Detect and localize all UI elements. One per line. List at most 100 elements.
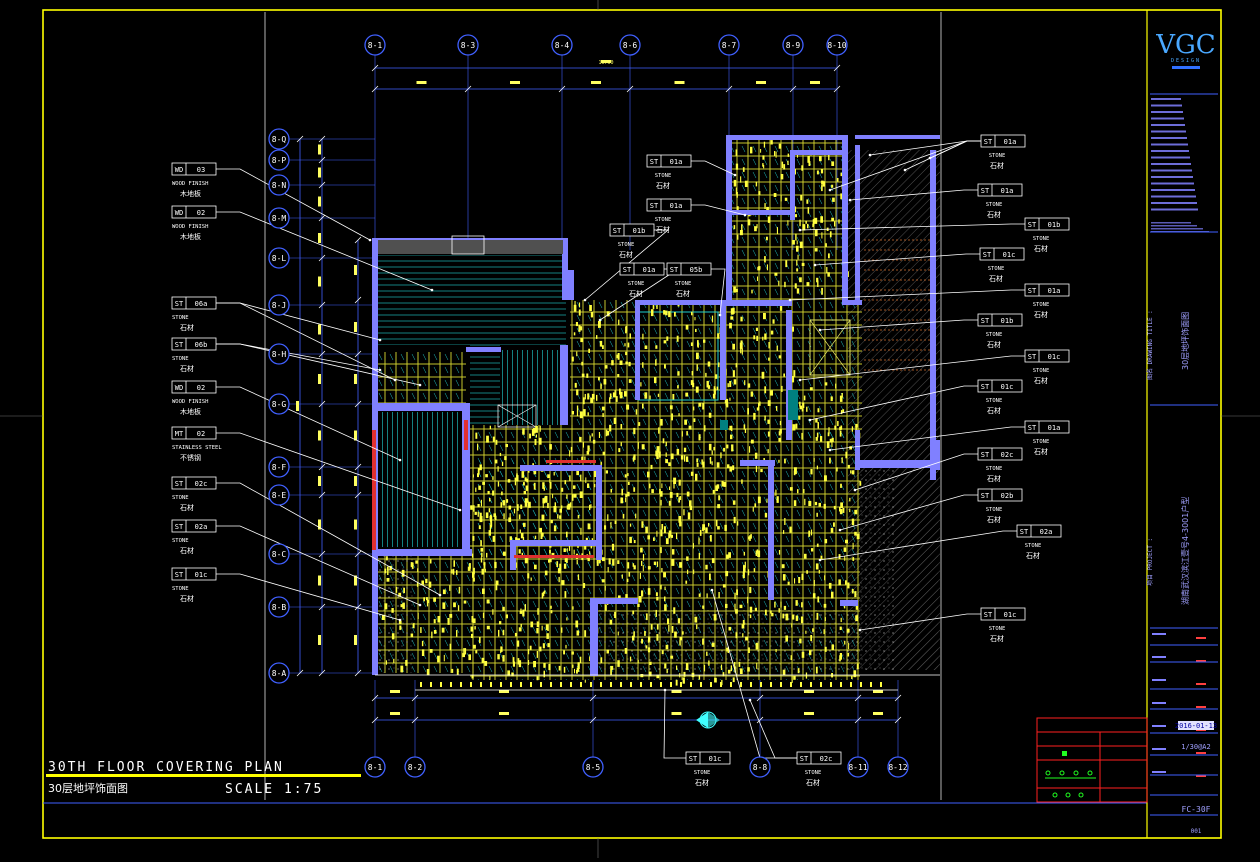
svg-text:STONE: STONE — [172, 315, 189, 321]
vgc-logo: VGC — [1155, 30, 1215, 60]
grid-bubble-left-8-F: 8-F — [268, 456, 290, 478]
svg-text:石材: 石材 — [990, 161, 1004, 170]
svg-text:ST: ST — [650, 158, 659, 166]
svg-text:石材: 石材 — [619, 250, 633, 259]
sheet-no-value: 001 — [1191, 828, 1202, 835]
svg-text:01c: 01c — [1001, 383, 1014, 391]
svg-text:8-11: 8-11 — [848, 763, 867, 772]
svg-text:石材: 石材 — [695, 778, 709, 787]
svg-text:02a: 02a — [195, 523, 208, 531]
grid-bubble-left-8-A: 8-A — [268, 662, 290, 684]
svg-text:湖南武汉滨江壹号4-3001户型: 湖南武汉滨江壹号4-3001户型 — [1180, 497, 1190, 605]
grid-bubble-left-8-C: 8-C — [268, 543, 290, 565]
svg-text:8-10: 8-10 — [827, 41, 846, 50]
svg-text:02c: 02c — [1001, 451, 1014, 459]
svg-text:02: 02 — [197, 384, 205, 392]
svg-text:STONE: STONE — [986, 507, 1003, 513]
svg-text:ST: ST — [1028, 287, 1037, 295]
svg-text:STONE: STONE — [988, 266, 1005, 272]
grid-bubble-top-8-9: 8-9 — [782, 34, 804, 56]
svg-text:16750: 16750 — [598, 60, 613, 66]
svg-text:STONE: STONE — [1033, 439, 1050, 445]
svg-text:STONE: STONE — [986, 466, 1003, 472]
svg-text:ST: ST — [1028, 424, 1037, 432]
svg-text:01a: 01a — [670, 202, 683, 210]
svg-text:ST: ST — [650, 202, 659, 210]
plan-body — [372, 135, 940, 691]
svg-text:ST: ST — [175, 523, 184, 531]
svg-text:8-H: 8-H — [272, 350, 287, 359]
svg-text:STONE: STONE — [986, 202, 1003, 208]
svg-text:木地板: 木地板 — [180, 407, 201, 416]
svg-text:ST: ST — [689, 755, 698, 763]
svg-text:06b: 06b — [195, 341, 208, 349]
grid-bubble-top-8-3: 8-3 — [457, 34, 479, 56]
svg-text:02c: 02c — [195, 480, 208, 488]
svg-text:STONE: STONE — [655, 217, 672, 223]
svg-text:ST: ST — [981, 451, 990, 459]
svg-text:8-8: 8-8 — [753, 763, 768, 772]
svg-text:石材: 石材 — [987, 406, 1001, 415]
drawing-no-value: FC-30F — [1182, 805, 1211, 814]
svg-text:8-M: 8-M — [272, 214, 287, 223]
svg-text:石材: 石材 — [676, 289, 690, 298]
drawing-title-block: 30TH FLOOR COVERING PLAN 30层地坪饰面图 SCALE … — [46, 760, 361, 797]
svg-text:8-J: 8-J — [272, 301, 286, 310]
grid-bubble-bottom-8-12: 8-12 — [887, 756, 909, 778]
svg-text:02: 02 — [197, 209, 205, 217]
drawing-title-cn: 30层地坪饰面图 — [48, 781, 128, 795]
svg-text:ST: ST — [613, 227, 622, 235]
grid-bubble-left-8-H: 8-H — [268, 343, 290, 365]
grid-bubble-top-8-1: 8-1 — [364, 34, 386, 56]
svg-text:ST: ST — [984, 611, 993, 619]
svg-text:ST: ST — [670, 266, 679, 274]
svg-text:WOOD FINISH: WOOD FINISH — [172, 224, 208, 230]
svg-text:8-F: 8-F — [272, 463, 287, 472]
svg-text:石材: 石材 — [987, 474, 1001, 483]
grid-bubble-bottom-8-2: 8-2 — [404, 756, 426, 778]
svg-text:STONE: STONE — [1033, 302, 1050, 308]
title-block-address — [1151, 98, 1209, 777]
svg-text:木地板: 木地板 — [180, 189, 201, 198]
svg-text:03: 03 — [197, 166, 205, 174]
svg-text:ST: ST — [175, 480, 184, 488]
grid-bubble-top-8-4: 8-4 — [551, 34, 573, 56]
svg-text:ST: ST — [1028, 221, 1037, 229]
project-label: 项目 PROJECT : — [1147, 538, 1154, 586]
svg-text:STONE: STONE — [618, 242, 635, 248]
date-value: 2016-01-13 — [1175, 722, 1217, 730]
svg-text:STONE: STONE — [172, 538, 189, 544]
svg-text:8-Q: 8-Q — [272, 135, 287, 144]
vgc-logo-sub: DESIGN — [1171, 58, 1201, 64]
svg-text:石材: 石材 — [180, 503, 194, 512]
svg-text:ST: ST — [981, 383, 990, 391]
svg-text:01a: 01a — [1001, 187, 1014, 195]
svg-text:STONE: STONE — [675, 281, 692, 287]
svg-text:8-L: 8-L — [272, 254, 287, 263]
svg-text:石材: 石材 — [987, 515, 1001, 524]
drawing-scale: SCALE 1:75 — [225, 782, 323, 797]
svg-text:石材: 石材 — [656, 181, 670, 190]
svg-text:STONE: STONE — [1033, 368, 1050, 374]
grid-bubble-left-8-N: 8-N — [268, 174, 290, 196]
svg-text:01a: 01a — [1048, 287, 1061, 295]
svg-text:01a: 01a — [1004, 138, 1017, 146]
svg-text:8-P: 8-P — [272, 156, 287, 165]
svg-text:01a: 01a — [670, 158, 683, 166]
svg-text:01c: 01c — [1004, 611, 1017, 619]
svg-text:STONE: STONE — [172, 586, 189, 592]
